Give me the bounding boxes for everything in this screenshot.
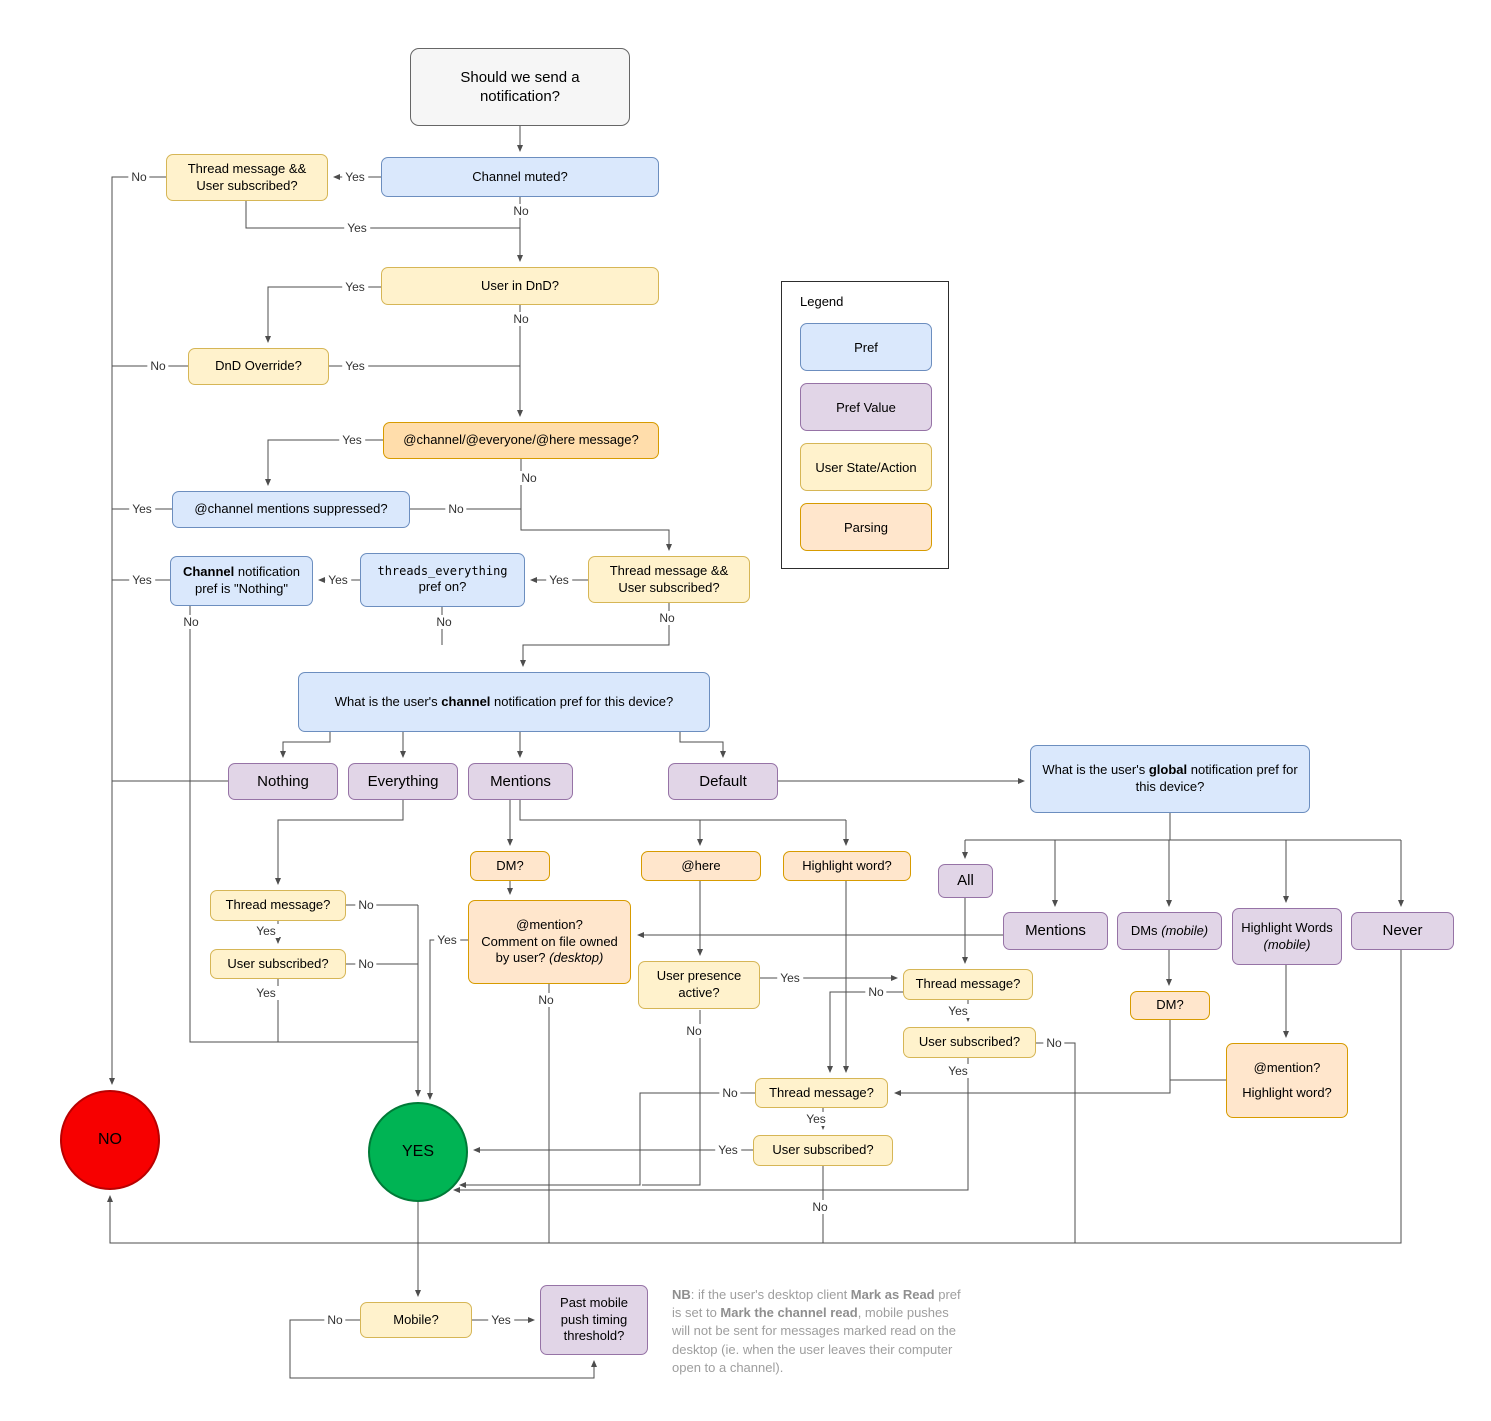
- node-channel-mentions-suppressed: @channel mentions suppressed?: [172, 491, 410, 528]
- edge-label-yes: Yes: [342, 280, 368, 294]
- edge-label-yes: Yes: [945, 1004, 971, 1018]
- edge-label-yes: Yes: [488, 1313, 514, 1327]
- node-value-nothing: Nothing: [228, 763, 338, 800]
- edge-label-yes: Yes: [434, 933, 460, 947]
- edge-label-no: No: [535, 993, 557, 1007]
- node-channel-pref-question: What is the user's channel notification …: [298, 672, 710, 732]
- edge-label-yes: Yes: [945, 1064, 971, 1078]
- edge-label-no: No: [147, 359, 169, 373]
- edge-label-no: No: [445, 502, 467, 516]
- edge-label-no: No: [355, 898, 377, 912]
- edge-label-yes: Yes: [253, 986, 279, 1000]
- node-thread-message-user-subscribed-2: Thread message && User subscribed?: [588, 556, 750, 603]
- node-at-here: @here: [641, 851, 761, 881]
- node-value-mentions-global: Mentions: [1003, 912, 1108, 950]
- node-value-all: All: [938, 864, 993, 898]
- edge-label-yes: Yes: [803, 1112, 829, 1126]
- edge-label-yes: Yes: [715, 1143, 741, 1157]
- edge-label-yes: Yes: [129, 573, 155, 587]
- node-thread-message-1: Thread message?: [210, 890, 346, 921]
- legend-title: Legend: [800, 294, 844, 309]
- edge-label-yes: Yes: [344, 221, 370, 235]
- edge-label-no: No: [510, 204, 532, 218]
- edge-label-no: No: [518, 471, 540, 485]
- edge-label-yes: Yes: [342, 170, 368, 184]
- node-value-default: Default: [668, 763, 778, 800]
- edge-label-no: No: [656, 611, 678, 625]
- node-dm-mobile: DM?: [1130, 991, 1210, 1020]
- node-mention-highlight-word: @mention? Highlight word?: [1226, 1043, 1348, 1118]
- node-value-highlight-words-mobile: Highlight Words (mobile): [1232, 908, 1342, 965]
- terminal-yes: YES: [368, 1102, 468, 1202]
- edge-label-no: No: [510, 312, 532, 326]
- edge-label-yes: Yes: [129, 502, 155, 516]
- node-past-mobile-push-threshold: Past mobile push timing threshold?: [540, 1285, 648, 1355]
- edge-label-yes: Yes: [342, 359, 368, 373]
- node-dm-channel: DM?: [470, 851, 550, 881]
- node-global-pref-question: What is the user's global notification p…: [1030, 745, 1310, 813]
- legend-item-parsing: Parsing: [800, 503, 932, 551]
- edge-label-yes: Yes: [339, 433, 365, 447]
- edge-label-yes: Yes: [253, 924, 279, 938]
- legend-item-pref: Pref: [800, 323, 932, 371]
- node-value-everything: Everything: [348, 763, 458, 800]
- node-value-never: Never: [1351, 912, 1454, 950]
- node-user-subscribed-2: User subscribed?: [903, 1027, 1036, 1058]
- node-threads-everything-pref: threads_everything pref on?: [360, 553, 525, 607]
- legend-item-pref-value: Pref Value: [800, 383, 932, 431]
- node-mobile: Mobile?: [360, 1302, 472, 1338]
- node-at-channel-everyone-here-message: @channel/@everyone/@here message?: [383, 422, 659, 459]
- node-start: Should we send a notification?: [410, 48, 630, 126]
- nb-note: NB: if the user's desktop client Mark as…: [672, 1287, 961, 1375]
- node-channel-muted: Channel muted?: [381, 157, 659, 197]
- edge-label-no: No: [809, 1200, 831, 1214]
- node-thread-message-3: Thread message?: [755, 1078, 888, 1108]
- edge-label-yes: Yes: [546, 573, 572, 587]
- edge-label-no: No: [324, 1313, 346, 1327]
- edge-label-yes: Yes: [325, 573, 351, 587]
- edge-label-no: No: [180, 615, 202, 629]
- node-highlight-word: Highlight word?: [783, 851, 911, 881]
- edge-label-no: No: [355, 957, 377, 971]
- node-user-presence-active: User presence active?: [638, 961, 760, 1009]
- edge-label-yes: Yes: [777, 971, 803, 985]
- node-thread-message-user-subscribed-1: Thread message && User subscribed?: [166, 154, 328, 201]
- edge-label-no: No: [865, 985, 887, 999]
- node-channel-pref-nothing: Channel notification pref is "Nothing": [170, 556, 313, 606]
- edge-label-no: No: [719, 1086, 741, 1100]
- node-user-subscribed-1: User subscribed?: [210, 949, 346, 979]
- node-dnd-override: DnD Override?: [188, 348, 329, 385]
- node-user-in-dnd: User in DnD?: [381, 267, 659, 305]
- edge-label-no: No: [683, 1024, 705, 1038]
- node-mention-comment-file: @mention? Comment on file owned by user?…: [468, 900, 631, 984]
- edge-label-no: No: [433, 615, 455, 629]
- node-thread-message-2: Thread message?: [903, 969, 1033, 1000]
- node-value-dms-mobile: DMs (mobile): [1117, 912, 1222, 950]
- legend-item-user-state: User State/Action: [800, 443, 932, 491]
- edge-label-no: No: [128, 170, 150, 184]
- node-value-mentions-channel: Mentions: [468, 763, 573, 800]
- edge-label-no: No: [1043, 1036, 1065, 1050]
- terminal-no: NO: [60, 1090, 160, 1190]
- legend: Legend Pref Pref Value User State/Action…: [781, 281, 949, 569]
- node-user-subscribed-3: User subscribed?: [753, 1135, 893, 1166]
